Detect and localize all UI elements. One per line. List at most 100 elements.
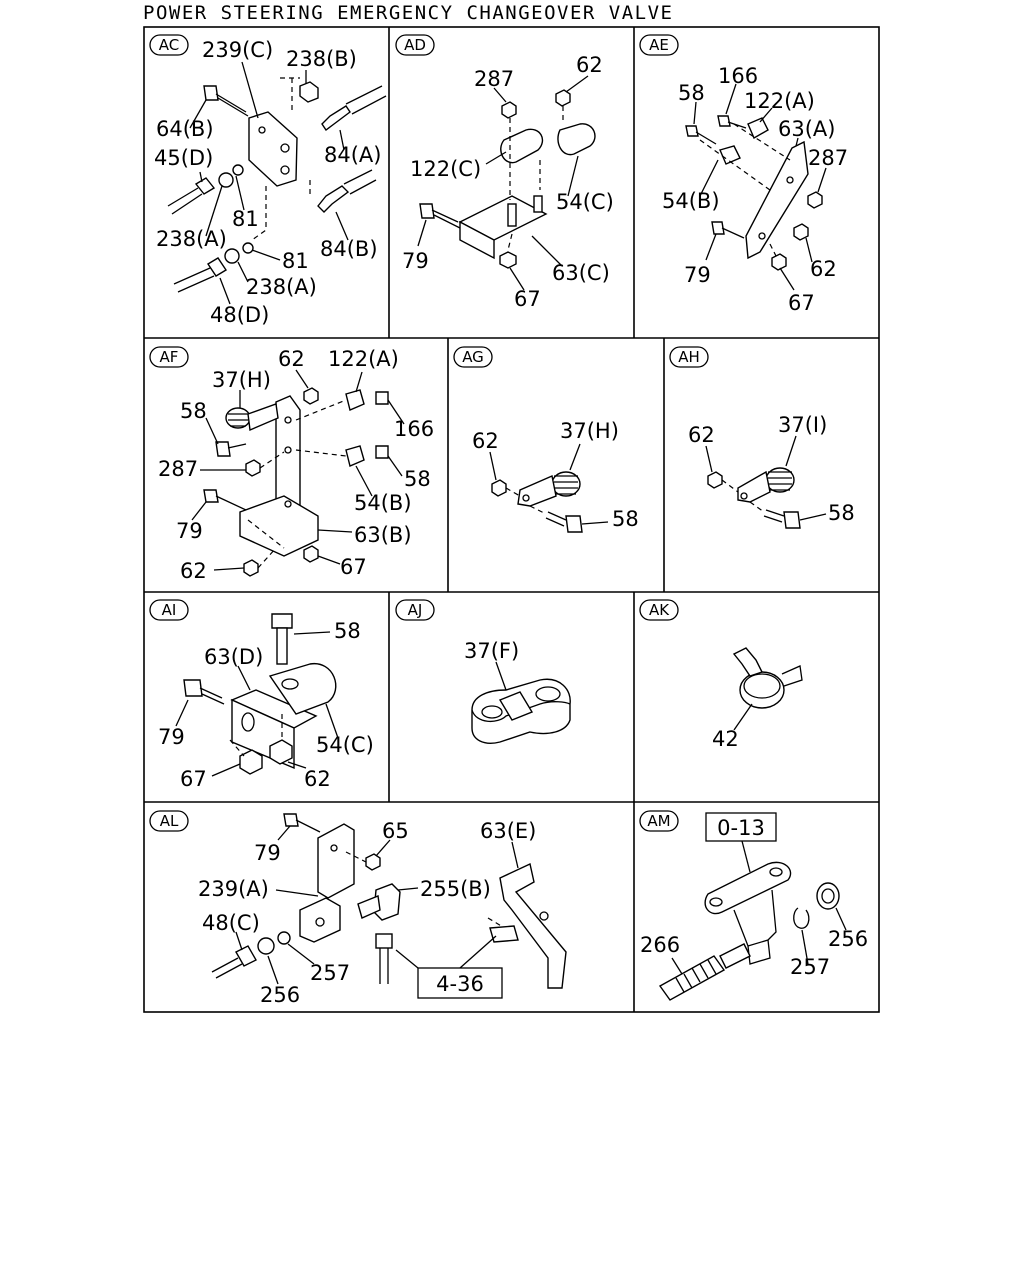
bolt-79 (419, 203, 461, 229)
bolt-64b (203, 85, 249, 117)
clip-122c (500, 128, 544, 164)
label-79: 79 (402, 249, 429, 273)
panel-grid (143, 26, 880, 1013)
ref-box-4-36: 4-36 (417, 967, 503, 999)
svg-text:AK: AK (649, 601, 670, 619)
bolt-166 (375, 391, 389, 405)
label-62: 62 (304, 767, 331, 791)
panel-ah: AH 37(I) 62 58 (669, 346, 855, 529)
label-63c: 63(C) (552, 261, 610, 285)
bracket-239a (317, 823, 355, 899)
label-62: 62 (576, 53, 603, 77)
ref-part-4-36 (375, 933, 393, 984)
label-255b: 255(B) (420, 877, 491, 901)
label-67: 67 (514, 287, 541, 311)
nut-67 (303, 545, 319, 563)
svg-text:AJ: AJ (408, 601, 423, 619)
panel-tag-ag: AG (453, 346, 493, 368)
nut-62 (491, 479, 507, 497)
ref-box-0-13: 0-13 (705, 812, 777, 842)
clamp-37h (517, 471, 581, 507)
panel-tag-ad: AD (395, 34, 435, 56)
svg-text:AD: AD (404, 36, 426, 54)
label-58: 58 (334, 619, 361, 643)
label-62: 62 (810, 257, 837, 281)
label-37f: 37(F) (464, 639, 519, 663)
label-48d: 48(D) (210, 303, 269, 327)
svg-text:AE: AE (649, 36, 669, 54)
nut-62 (707, 471, 723, 489)
panel-al: AL (149, 810, 567, 1007)
nut-287 (807, 191, 823, 209)
clamp-37f (471, 678, 571, 744)
label-256: 256 (828, 927, 868, 951)
label-81-top: 81 (232, 207, 259, 231)
label-287: 287 (808, 146, 848, 170)
bolt-79 (711, 221, 745, 239)
label-37h: 37(H) (212, 368, 271, 392)
label-166: 166 (394, 417, 434, 441)
bracket-63a (745, 140, 809, 260)
label-62-top: 62 (278, 347, 305, 371)
panel-am: AM 0-13 266 256 257 (639, 810, 868, 1001)
label-79: 79 (176, 519, 203, 543)
panel-ai: AI 58 63(D) 79 54(C) 67 62 (149, 599, 374, 791)
panel-ag: AG 37(H) 62 58 (453, 346, 639, 533)
label-54b: 54(B) (662, 189, 720, 213)
lever-0-13 (704, 861, 792, 965)
label-58-left: 58 (180, 399, 207, 423)
label-287: 287 (158, 457, 198, 481)
label-256: 256 (260, 983, 300, 1007)
bolt-58 (763, 509, 801, 529)
label-63a: 63(A) (778, 117, 835, 141)
panel-tag-ae: AE (639, 34, 679, 56)
label-58: 58 (678, 81, 705, 105)
label-62: 62 (472, 429, 499, 453)
nut-67 (771, 253, 787, 271)
label-79: 79 (684, 263, 711, 287)
nut-287 (245, 459, 261, 477)
label-79: 79 (158, 725, 185, 749)
label-122a: 122(A) (744, 89, 815, 113)
snap-ring-257 (793, 907, 810, 929)
clip-122a (747, 117, 769, 139)
panel-ad: AD 287 62 122(C) 54(C) 79 63(C) 67 (395, 34, 614, 311)
bolt-58 (375, 445, 389, 459)
panel-aj: AJ 37(F) (395, 599, 571, 744)
panel-tag-al: AL (149, 810, 189, 832)
label-58: 58 (828, 501, 855, 525)
bolt-79 (283, 813, 321, 833)
hose-clamp-42 (732, 647, 803, 709)
clamp-37i (737, 467, 795, 503)
label-79: 79 (254, 841, 281, 865)
label-238a-top: 238(A) (156, 227, 227, 251)
label-54c: 54(C) (316, 733, 374, 757)
label-238b: 238(B) (286, 47, 357, 71)
nut-65 (365, 853, 381, 871)
nut-62 (303, 387, 319, 405)
nut-67 (239, 749, 263, 775)
label-84a: 84(A) (324, 143, 381, 167)
label-37h: 37(H) (560, 419, 619, 443)
label-54c: 54(C) (556, 190, 614, 214)
panel-tag-ak: AK (639, 599, 679, 621)
washer-257 (277, 931, 291, 945)
label-122c: 122(C) (410, 157, 481, 181)
clip-54c (557, 123, 596, 156)
label-67: 67 (180, 767, 207, 791)
panel-ae: AE 166 58 122(A) 63(A) (639, 34, 848, 315)
panel-af: AF (149, 346, 434, 583)
label-54b: 54(B) (354, 491, 412, 515)
label-166: 166 (718, 64, 758, 88)
label-58: 58 (612, 507, 639, 531)
clip-54b (345, 445, 365, 467)
svg-text:AC: AC (159, 36, 179, 54)
label-266: 266 (640, 933, 680, 957)
bolt-58 (271, 613, 293, 665)
label-84b: 84(B) (320, 237, 378, 261)
stud-266 (658, 943, 751, 1001)
ref-box-4-36-label: 4-36 (436, 972, 484, 996)
label-238a-bottom: 238(A) (246, 275, 317, 299)
label-287: 287 (474, 67, 514, 91)
